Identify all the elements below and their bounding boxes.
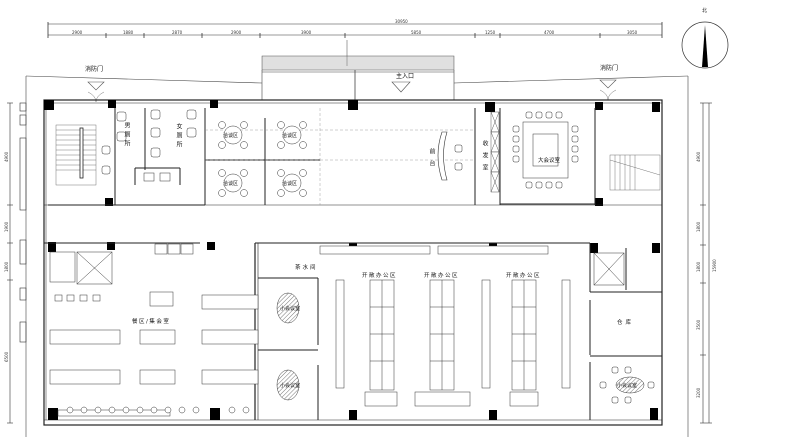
- main-entrance-arrow-icon: [391, 81, 411, 93]
- meeting-booths: [218, 121, 307, 197]
- small-meeting-room-1-label: 小会议室: [280, 306, 301, 312]
- dim-top-6: 5850: [411, 30, 422, 35]
- meeting-booth-1-label: 洽谈区: [223, 133, 239, 139]
- reception-label: 前台: [428, 148, 435, 172]
- open-office-1-label: 开敞办公区: [362, 273, 398, 279]
- dim-right-total: 15900: [712, 259, 717, 272]
- stair-top-right: [609, 154, 661, 191]
- kitchen-counter: [154, 243, 194, 255]
- bar-stools: [57, 406, 250, 417]
- dim-right-3: 1800: [696, 261, 701, 272]
- fire-exit-right-label: 消防门: [600, 65, 619, 72]
- meeting-booth-2-label: 洽谈区: [282, 133, 298, 139]
- elevator-left: [49, 251, 113, 302]
- dim-left-1: 4900: [4, 151, 9, 162]
- tea-room-label: 茶水间: [295, 265, 318, 271]
- dim-right-1: 4900: [696, 151, 701, 162]
- dim-left-4: 6500: [4, 351, 9, 362]
- toilet-fixtures: [101, 109, 197, 182]
- womens-toilet-label: 女厕所: [175, 123, 182, 150]
- elevator-right: [593, 252, 625, 286]
- dim-left-3: 1800: [4, 261, 9, 272]
- mail-room-shelves: [490, 111, 500, 193]
- dim-top-5: 3900: [301, 30, 312, 35]
- mail-room-label: 收发室: [481, 140, 488, 176]
- small-meeting-room-2-label: 小会议室: [280, 383, 301, 389]
- entrance-canopy: [261, 55, 455, 71]
- workstation-clusters: [364, 279, 539, 407]
- dining-tables: [49, 291, 259, 385]
- reception-desk: [437, 131, 448, 181]
- dining-area-label: 餐区/集会室: [132, 319, 171, 325]
- dim-top-2: 1880: [123, 30, 134, 35]
- dim-top-7: 1250: [485, 30, 496, 35]
- mens-toilet-label: 男厕所: [123, 122, 130, 149]
- dimension-lines-left: [7, 102, 27, 424]
- fire-exit-left-label: 消防门: [85, 66, 104, 73]
- dim-top-3: 2870: [172, 30, 183, 35]
- stair-top-left: [55, 124, 97, 186]
- storage-label: 仓库: [617, 320, 635, 326]
- dimension-lines-top: [47, 22, 663, 38]
- dim-top-1: 2900: [72, 30, 83, 35]
- fire-exit-left-arrow-icon: [87, 81, 105, 91]
- meeting-booth-4-label: 洽谈区: [282, 181, 298, 187]
- dim-right-5: 3200: [696, 387, 701, 398]
- dim-right-4: 3500: [696, 319, 701, 330]
- meeting-booth-3-label: 洽谈区: [223, 181, 239, 187]
- small-meeting-room-3-label: 小会议室: [617, 383, 638, 389]
- dim-right-2: 1800: [696, 221, 701, 232]
- dimension-lines-right: [700, 102, 712, 424]
- large-meeting-table: [512, 111, 579, 189]
- large-meeting-room-label: 大会议室: [538, 158, 561, 164]
- dim-top-8: 4700: [544, 30, 555, 35]
- dim-top-total: 30950: [395, 19, 408, 24]
- north-arrow-icon: [681, 21, 729, 69]
- dim-top-4: 2900: [231, 30, 242, 35]
- main-entrance-label: 主入口: [396, 73, 415, 80]
- dim-left-2: 1900: [4, 221, 9, 232]
- open-office-3-label: 开敞办公区: [506, 273, 542, 279]
- storage-cabinets: [319, 245, 571, 389]
- columns: [44, 100, 660, 420]
- open-office-2-label: 开敞办公区: [424, 273, 460, 279]
- fire-exit-right-arrow-icon: [599, 79, 617, 89]
- small-meeting-tables: [276, 292, 645, 401]
- dim-top-9: 3050: [627, 30, 638, 35]
- north-label: 北: [702, 8, 708, 14]
